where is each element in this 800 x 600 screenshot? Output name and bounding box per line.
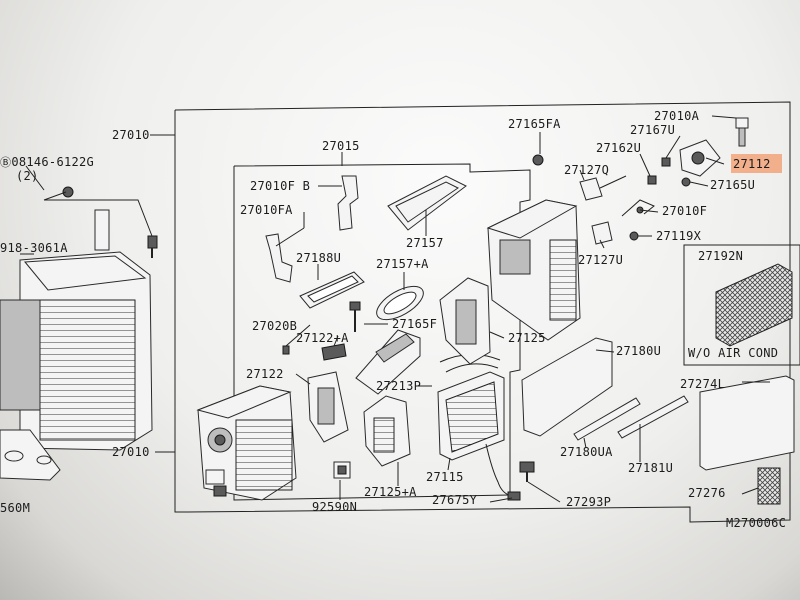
left-nut-icon [62,186,74,198]
label-27157a: 27157+A [376,257,429,271]
label-27181u: 27181U [628,461,673,475]
label-27127q: 27127Q [564,163,609,177]
linkage-27127q-part [579,175,627,201]
label-27020b: 27020B [252,319,297,333]
bolt-27010a-icon [735,117,749,147]
label-27010-bottom: 27010 [112,445,150,459]
left-heater-unit-part [0,209,153,481]
label-wo-air-cond: W/O AIR COND [688,346,778,360]
label-27010fb: 27010F B [250,179,310,193]
lever-27127u-part [591,221,613,245]
clip-27162u-part [647,175,657,185]
highlight-27112 [731,154,782,173]
label-27167u: 27167U [630,123,675,137]
label-27115: 27115 [426,470,464,484]
nut-27119x-icon [629,231,639,241]
label-27162u: 27162U [596,141,641,155]
strip-27180ua-part [573,397,641,441]
seal-27157-part [387,175,467,231]
sensor-27675y-part [485,443,521,501]
filter-27276-part [757,467,781,505]
clip-27293p-part [519,461,535,482]
duct-27125a-part [363,395,411,467]
label-27274l: 27274L [680,377,725,391]
ring-27157a-part [376,285,424,321]
inset-frame [683,244,800,366]
duct-27125-part [439,277,491,365]
rod-27010f-part [621,199,655,217]
label-27122a: 27122+A [296,331,349,345]
bracket-27010fa-part [265,233,293,283]
nut-27165fa-icon [532,154,544,166]
label-27010-top: 27010 [112,128,150,142]
blower-case-27125-part [486,199,581,341]
left-bolt-icon [147,235,158,258]
label-27180u: 27180U [616,344,661,358]
inner-frame [233,163,531,501]
clip-27020b-part [282,345,290,355]
flap-27180u-part [521,337,613,437]
label-qty-2: (2) [16,169,39,183]
label-27293p: 27293P [566,495,611,509]
screw-27165f-icon [349,301,361,332]
diagram-code: M270006C [726,516,786,530]
label-92590n: 92590N [312,500,357,514]
label-27675y: 27675Y [432,493,478,507]
bracket-27122a-part [321,343,347,361]
label-27192n: 27192N [698,249,743,263]
leader-lines [20,115,770,503]
filter-27192n-part [715,263,793,347]
label-560m: 560M [0,501,30,515]
duct-27213p-part [355,329,421,395]
label-27010f: 27010F [662,204,707,218]
bracket-27010fb-part [337,175,359,231]
outer-frame [174,101,791,523]
label-27125: 27125 [508,331,546,345]
filter-27274l-part [699,375,795,471]
label-27010a: 27010A [654,109,700,123]
strip-27181u-part [617,395,689,439]
label-27188u: 27188U [296,251,341,265]
label-27213p: 27213P [376,379,421,393]
label-27010fa: 27010FA [240,203,293,217]
label-27165f: 27165F [392,317,437,331]
resistor-92590n-part [333,461,351,479]
label-08146-6122g: Ⓑ08146-6122G [0,155,94,169]
heater-core-27115-part [437,354,505,461]
label-27127u: 27127U [578,253,623,267]
label-27165fa: 27165FA [508,117,561,131]
clip-27167u-part [661,157,671,167]
label-27119x: 27119X [656,229,702,243]
label-27276: 27276 [688,486,726,500]
label-27015: 27015 [322,139,360,153]
screw-27165u-icon [681,177,691,187]
actuator-27112-part [679,139,721,177]
duct-27122-part [307,371,349,443]
label-27165u: 27165U [710,178,755,192]
label-27122: 27122 [246,367,284,381]
label-27125a: 27125+A [364,485,417,499]
label-27180ua: 27180UA [560,445,613,459]
label-27157: 27157 [406,236,444,250]
label-918-3061a: 918-3061A [0,241,68,255]
seal-27188u-part [299,271,365,309]
main-heater-unit-part [196,385,297,501]
label-27112: 27112 [733,157,771,171]
